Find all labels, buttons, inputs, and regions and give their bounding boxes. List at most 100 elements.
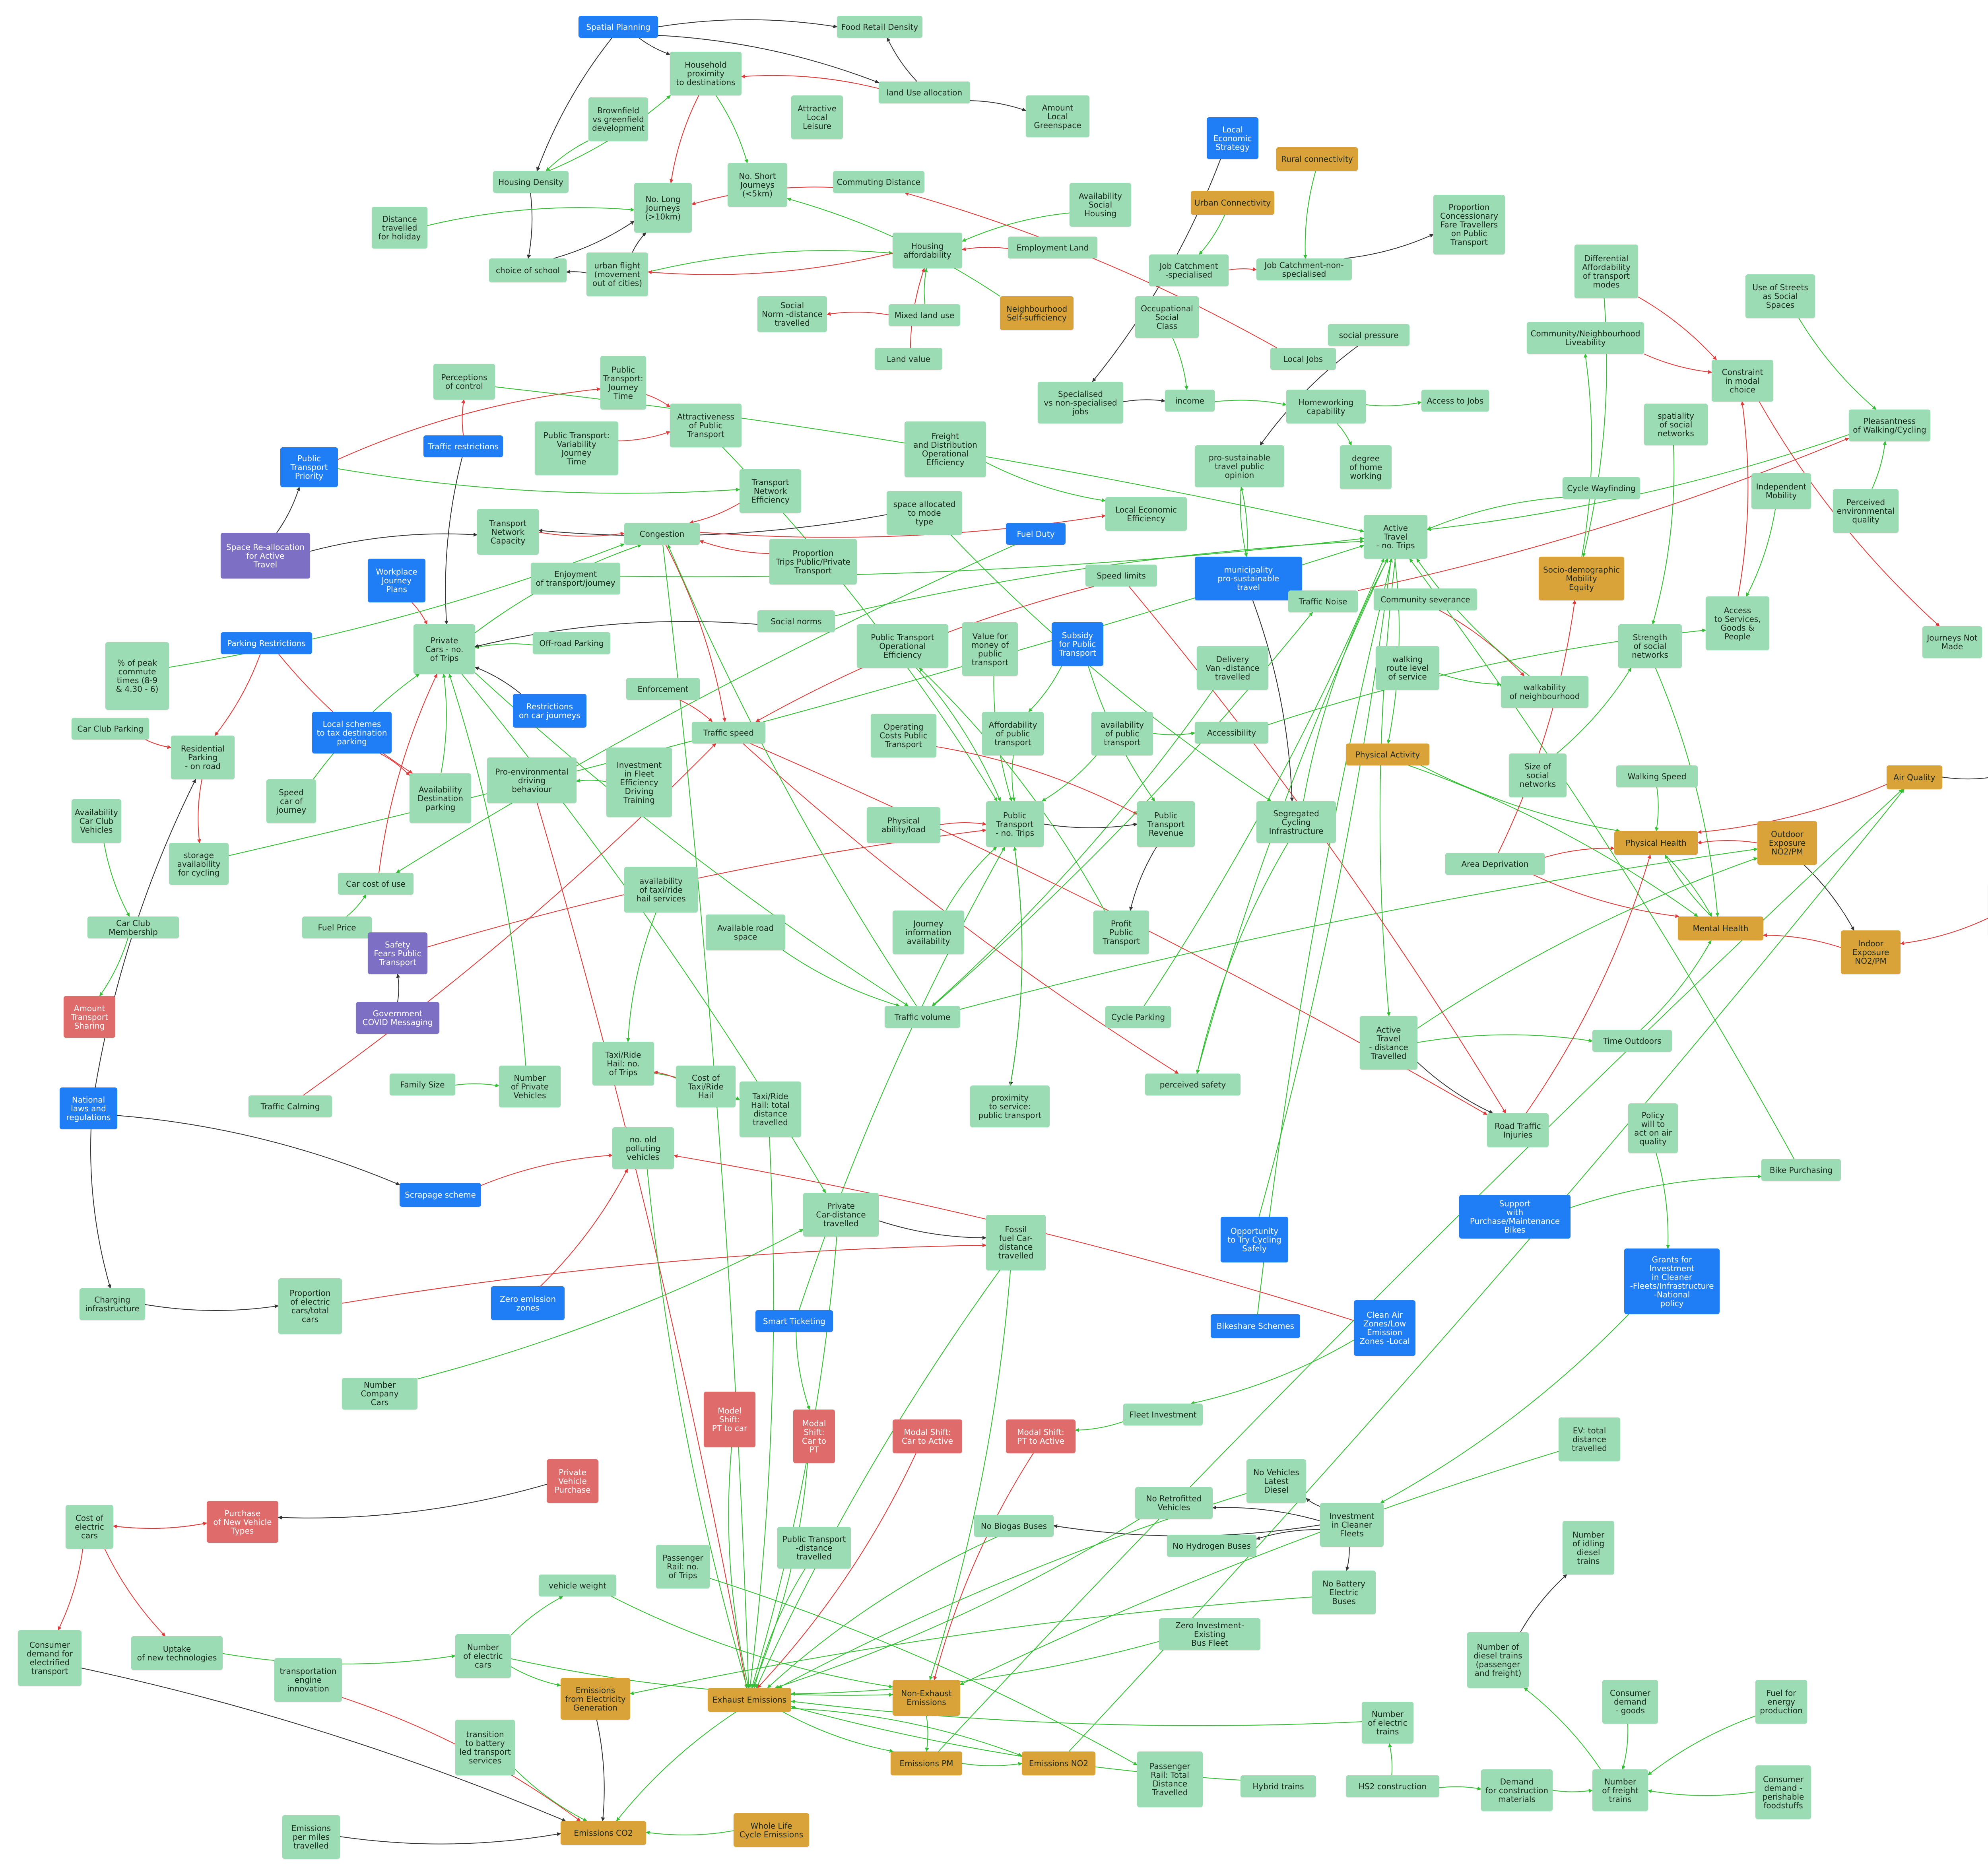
node-bikeshare[interactable]: Bikeshare Schemes xyxy=(1211,1314,1300,1338)
node-pt-variability[interactable]: Public Transport: Variability Journey Ti… xyxy=(535,421,618,475)
node-brownfield[interactable]: Brownfield vs greenfield development xyxy=(588,97,648,141)
node-exhaust-emissions[interactable]: Exhaust Emissions xyxy=(708,1688,791,1712)
node-purchase-new-types[interactable]: Purchase of New Vehicle Types xyxy=(207,1501,278,1543)
node-prop-concessionary[interactable]: Proportion Concessionary Fare Travellers… xyxy=(1433,195,1505,254)
node-profit-pt[interactable]: Profit Public Transport xyxy=(1093,911,1149,954)
node-bike-purchasing[interactable]: Bike Purchasing xyxy=(1761,1159,1841,1181)
node-social-norms[interactable]: Social norms xyxy=(757,610,835,632)
node-consumer-electrified[interactable]: Consumer demand for electrified transpor… xyxy=(18,1630,82,1686)
node-journeys-not-made[interactable]: Journeys Not Made xyxy=(1922,626,1982,658)
node-size-networks[interactable]: Size of social networks xyxy=(1509,753,1567,797)
node-local-schemes[interactable]: Local schemes to tax destination parking xyxy=(312,712,392,753)
node-traffic-restrictions[interactable]: Traffic restrictions xyxy=(423,435,503,457)
node-delivery-van[interactable]: Delivery Van -distance travelled xyxy=(1197,646,1268,690)
node-active-travel-trips[interactable]: Active Travel - no. Trips xyxy=(1364,515,1427,559)
node-ev-distance[interactable]: EV: total distance travelled xyxy=(1559,1417,1620,1461)
node-pro-sust-opinion[interactable]: pro-sustainable travel public opinion xyxy=(1195,445,1284,487)
node-no-retrofitted[interactable]: No Retrofitted Vehicles xyxy=(1135,1487,1213,1519)
node-smart-ticketing[interactable]: Smart Ticketing xyxy=(755,1310,833,1332)
node-local-econ-strategy[interactable]: Local Economic Strategy xyxy=(1207,117,1258,159)
node-car-cost-use[interactable]: Car cost of use xyxy=(338,873,414,895)
node-transport-engine[interactable]: transportation engine innovation xyxy=(274,1658,342,1702)
node-avail-social-housing[interactable]: Availability Social Housing xyxy=(1070,183,1131,227)
node-passenger-rail-trips[interactable]: Passenger Rail: no. of Trips xyxy=(656,1545,710,1588)
node-modal-pt-active[interactable]: Modal Shift: PT to Active xyxy=(1006,1419,1076,1453)
node-opportunity-cycling[interactable]: Opportunity to Try Cycling Safely xyxy=(1221,1217,1288,1262)
node-safety-fears[interactable]: Safety Fears Public Transport xyxy=(368,932,427,974)
node-policy-air[interactable]: Policy will to act on air quality xyxy=(1628,1103,1678,1153)
node-space-allocated[interactable]: space allocated to mode type xyxy=(887,491,962,535)
node-offroad-parking[interactable]: Off-road Parking xyxy=(533,632,610,654)
node-vehicle-weight[interactable]: vehicle weight xyxy=(539,1575,616,1596)
node-taxi-distance[interactable]: Taxi/Ride Hail: total distance travelled xyxy=(740,1082,801,1137)
node-consumer-goods[interactable]: Consumer demand - goods xyxy=(1602,1680,1658,1724)
node-access-services[interactable]: Access to Services, Goods & People xyxy=(1706,596,1769,650)
node-independent-mobility[interactable]: Independent Mobility xyxy=(1751,473,1811,509)
node-enjoyment[interactable]: Enjoyment of transport/journey xyxy=(531,563,620,594)
node-socio-equity[interactable]: Socio-demographic Mobility Equity xyxy=(1539,557,1624,600)
node-commuting-distance[interactable]: Commuting Distance xyxy=(833,171,924,193)
node-segregated-cycling[interactable]: Segregated Cycling Infrastructure xyxy=(1256,801,1336,843)
node-govt-covid[interactable]: Government COVID Messaging xyxy=(356,1002,439,1034)
node-avail-pt[interactable]: availability of public transport xyxy=(1091,712,1153,755)
node-food-retail[interactable]: Food Retail Density xyxy=(837,16,922,38)
node-clean-air-zones[interactable]: Clean Air Zones/Low Emission Zones -Loca… xyxy=(1354,1300,1415,1356)
node-pt-op-eff[interactable]: Public Transport Operational Efficiency xyxy=(857,624,948,668)
node-number-company-cars[interactable]: Number Company Cars xyxy=(342,1378,417,1410)
node-emissions-per-mile[interactable]: Emissions per miles travelled xyxy=(282,1815,340,1859)
node-strength-networks[interactable]: Strength of social networks xyxy=(1618,624,1682,668)
node-peak-commute[interactable]: % of peak commute times (8-9 & 4.30 - 6) xyxy=(105,642,169,710)
node-local-jobs[interactable]: Local Jobs xyxy=(1270,348,1336,370)
node-no-diesel-trains[interactable]: Number of idling diesel trains xyxy=(1563,1521,1614,1575)
node-passenger-rail-dist[interactable]: Passenger Rail: Total Distance Travelled xyxy=(1137,1751,1203,1807)
node-pleasantness[interactable]: Pleasantness of Walking/Cycling xyxy=(1849,410,1930,441)
node-active-travel-dist[interactable]: Active Travel - distance Travelled xyxy=(1360,1016,1417,1070)
node-fleet-investment[interactable]: Fleet Investment xyxy=(1123,1404,1203,1425)
node-avail-dest-parking[interactable]: Availability Destination parking xyxy=(410,773,471,823)
node-spatiality-networks[interactable]: spatiality of social networks xyxy=(1644,404,1708,445)
node-tn-capacity[interactable]: Transport Network Capacity xyxy=(477,509,539,555)
node-community-severance[interactable]: Community severance xyxy=(1374,588,1477,610)
node-access-jobs[interactable]: Access to Jobs xyxy=(1421,390,1489,412)
node-no-long-journeys[interactable]: No. Long Journeys (>10km) xyxy=(634,183,692,233)
node-modal-car-active[interactable]: Modal Shift: Car to Active xyxy=(893,1419,962,1453)
node-traffic-speed[interactable]: Traffic speed xyxy=(692,722,765,744)
node-municipality-opinion[interactable]: municipality pro-sustainable travel xyxy=(1195,557,1302,600)
node-local-econ-eff[interactable]: Local Economic Efficiency xyxy=(1105,497,1187,531)
node-consumer-perishable[interactable]: Consumer demand - perishable foodstuffs xyxy=(1755,1765,1811,1819)
node-time-outdoors[interactable]: Time Outdoors xyxy=(1592,1030,1672,1052)
node-workplace-plans[interactable]: Workplace Journey Plans xyxy=(368,559,425,602)
node-no-battery[interactable]: No Battery Electric Buses xyxy=(1312,1571,1376,1614)
node-avail-car-club[interactable]: Availability Car Club Vehicles xyxy=(72,799,121,843)
node-attractive-leisure[interactable]: Attractive Local Leisure xyxy=(791,95,843,139)
node-physical-health[interactable]: Physical Health xyxy=(1614,831,1698,855)
node-homeworking[interactable]: Homeworking capability xyxy=(1286,390,1366,423)
node-parking-restrictions[interactable]: Parking Restrictions xyxy=(221,632,312,654)
node-investment-cleaner[interactable]: Investment in Cleaner Fleets xyxy=(1320,1503,1384,1547)
node-employment-land[interactable]: Employment Land xyxy=(1008,237,1097,258)
node-job-catch-spec[interactable]: Job Catchment -specialised xyxy=(1149,254,1229,286)
node-restrictions-car[interactable]: Restrictions on car journeys xyxy=(513,694,586,728)
node-air-quality[interactable]: Air Quality xyxy=(1887,765,1942,789)
node-walking-route[interactable]: walking route level of service xyxy=(1376,646,1439,690)
node-choice-school[interactable]: choice of school xyxy=(489,258,567,282)
node-physical-activity[interactable]: Physical Activity xyxy=(1346,744,1429,765)
node-housing-afford[interactable]: Housing affordability xyxy=(893,233,962,268)
node-traffic-noise[interactable]: Traffic Noise xyxy=(1288,590,1358,612)
node-degree-homeworking[interactable]: degree of home working xyxy=(1340,445,1392,489)
node-fuel-duty[interactable]: Fuel Duty xyxy=(1006,523,1066,545)
node-emissions-electricity[interactable]: Emissions from Electricity Generation xyxy=(561,1678,630,1720)
node-residential-parking[interactable]: Residential Parking - on road xyxy=(171,736,235,779)
node-spatial-planning[interactable]: Spatial Planning xyxy=(579,16,658,38)
node-hybrid-trains[interactable]: Hybrid trains xyxy=(1241,1775,1316,1797)
node-freight-efficiency[interactable]: Freight and Distribution Operational Eff… xyxy=(905,421,986,477)
node-perceived-safety[interactable]: perceived safety xyxy=(1145,1074,1241,1095)
node-no-old-polluting[interactable]: no. old polluting vehicles xyxy=(612,1127,674,1169)
node-diff-afford[interactable]: Differential Affordability of transport … xyxy=(1574,245,1638,298)
node-number-electric-trains[interactable]: Number of electric trains xyxy=(1362,1702,1413,1744)
node-outdoor-exposure[interactable]: Outdoor Exposure NO2/PM xyxy=(1757,821,1817,865)
node-available-road[interactable]: Available road space xyxy=(706,915,785,950)
node-pt-priority[interactable]: Public Transport Priority xyxy=(280,447,338,487)
node-modal-car-pt[interactable]: Modal Shift: Car to PT xyxy=(793,1410,835,1463)
node-constraint-modal[interactable]: Constraint in modal choice xyxy=(1712,360,1773,402)
